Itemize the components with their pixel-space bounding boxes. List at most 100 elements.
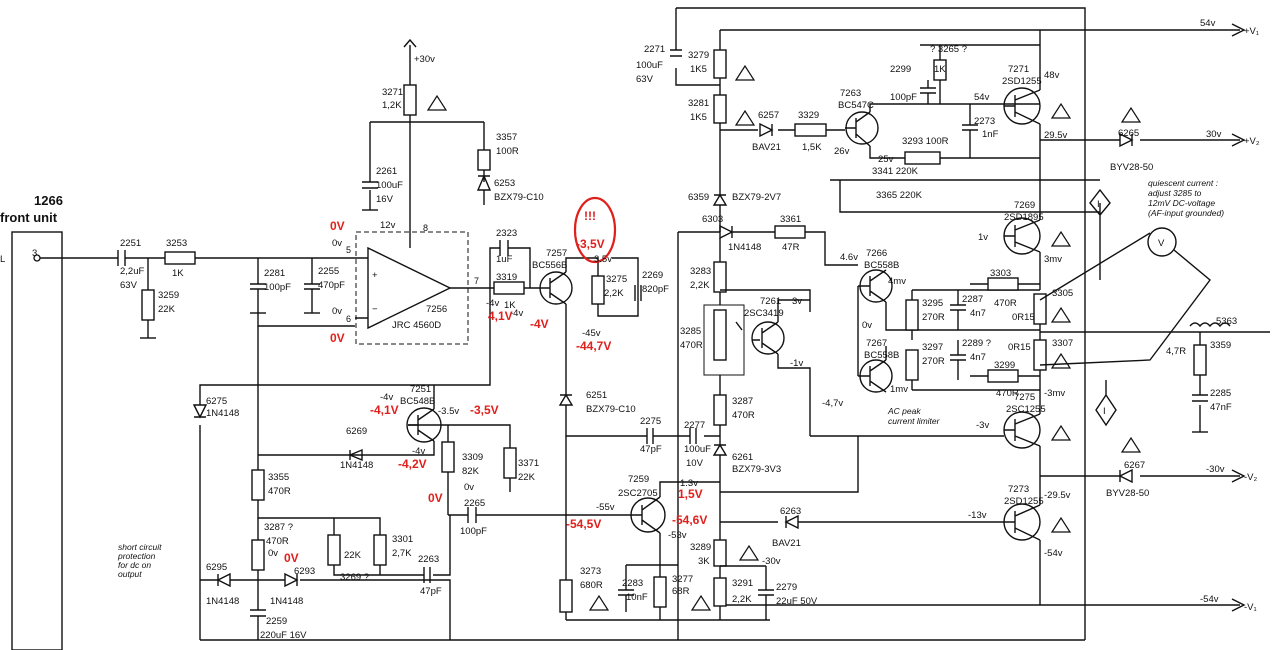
svg-text:1K5: 1K5 — [690, 64, 707, 75]
svg-text:3357: 3357 — [496, 132, 517, 143]
svg-text:1uF: 1uF — [496, 254, 513, 265]
diode-6275 — [192, 404, 208, 419]
cap-2289 — [950, 340, 966, 380]
cap-2299 — [920, 80, 936, 104]
svg-text:82K: 82K — [462, 466, 480, 477]
front-unit-number: 1266 — [34, 193, 63, 208]
svg-text:470R: 470R — [266, 536, 289, 547]
svg-text:2275: 2275 — [640, 416, 661, 427]
svg-text:7275: 7275 — [1014, 392, 1035, 403]
svg-text:1N4148: 1N4148 — [270, 596, 303, 607]
cap-2283 — [618, 564, 678, 612]
svg-text:1nF: 1nF — [982, 129, 999, 140]
svg-text:0V: 0V — [330, 219, 345, 233]
svg-text:470pF: 470pF — [318, 280, 345, 291]
svg-text:4.6v: 4.6v — [840, 252, 858, 263]
svg-text:-13v: -13v — [968, 510, 987, 521]
cap-2255 — [304, 258, 320, 313]
svg-text:100uF: 100uF — [684, 444, 711, 455]
front-unit-title: front unit — [0, 210, 58, 225]
svg-text:1,2K: 1,2K — [382, 100, 402, 111]
ammeter-top — [1089, 188, 1111, 280]
svg-text:7261: 7261 — [760, 296, 781, 307]
diode-6265 — [1119, 132, 1134, 148]
svg-text:6251: 6251 — [586, 390, 607, 401]
top-pos-voltage: 54v — [1200, 18, 1216, 29]
svg-text:3341 220K: 3341 220K — [872, 166, 919, 177]
svg-text:-45v: -45v — [582, 328, 601, 339]
svg-text:30v: 30v — [1206, 129, 1222, 140]
diode-6303 — [719, 224, 734, 240]
svg-text:0V: 0V — [284, 551, 299, 565]
svg-text:1N4148: 1N4148 — [340, 460, 373, 471]
svg-text:7269: 7269 — [1014, 200, 1035, 211]
svg-text:2273: 2273 — [974, 116, 995, 127]
svg-text:4,7R: 4,7R — [1166, 346, 1186, 357]
diode-6293 — [284, 572, 299, 588]
svg-text:12v: 12v — [380, 220, 396, 231]
resistor-3275 — [591, 275, 605, 305]
svg-text:-30v: -30v — [1206, 464, 1225, 475]
svg-text:7263: 7263 — [840, 88, 861, 99]
svg-text:6: 6 — [346, 314, 351, 324]
resistor-3291 — [713, 577, 727, 607]
svg-text:1v: 1v — [978, 232, 988, 243]
resistor-3293 — [904, 151, 941, 165]
svg-text:3291: 3291 — [732, 578, 753, 589]
svg-text:3307: 3307 — [1052, 338, 1073, 349]
resistor-3265 — [933, 59, 947, 81]
svg-text:54v: 54v — [974, 92, 990, 103]
resistor-3361 — [774, 225, 806, 239]
bias-network — [677, 193, 858, 640]
svg-text:-4v: -4v — [380, 392, 393, 403]
svg-text:3269 ?: 3269 ? — [340, 572, 369, 583]
front-unit-block: 1266 front unit 3 L — [0, 193, 63, 650]
cap-2281 — [250, 258, 266, 313]
svg-text:100R: 100R — [496, 146, 519, 157]
svg-text:2285: 2285 — [1210, 388, 1231, 399]
svg-text:2,2K: 2,2K — [732, 594, 752, 605]
svg-text:2265: 2265 — [464, 498, 485, 509]
svg-text:26v: 26v — [834, 146, 850, 157]
svg-text:0R15: 0R15 — [1012, 312, 1035, 323]
svg-text:-3.5v: -3.5v — [438, 406, 459, 417]
protection-stage: short circuit protection for dc on outpu… — [117, 288, 1085, 641]
cap-2323 — [499, 240, 509, 256]
svg-text:+V₂: +V₂ — [1244, 136, 1260, 147]
resistor-3259 — [141, 289, 155, 321]
svg-text:BC547C: BC547C — [838, 100, 874, 111]
diode-6269 — [348, 448, 363, 462]
cap-2271 — [670, 49, 682, 57]
svg-text:-4v: -4v — [486, 298, 499, 309]
red-annotations: 0V 0V 4,1V -4V !!! -3,5V -44,7V -4,1V -3… — [284, 209, 707, 565]
svg-text:6303: 6303 — [702, 214, 723, 225]
svg-text:3289: 3289 — [690, 542, 711, 553]
svg-text:-55v: -55v — [596, 502, 615, 513]
cap-2275 — [646, 428, 654, 444]
svg-text:3297: 3297 — [922, 342, 943, 353]
svg-text:0v: 0v — [332, 238, 342, 249]
svg-text:6275: 6275 — [206, 396, 227, 407]
svg-text:3287 ?: 3287 ? — [264, 522, 293, 533]
svg-text:3309: 3309 — [462, 452, 483, 463]
svg-text:3259: 3259 — [158, 290, 179, 301]
svg-text:3285: 3285 — [680, 326, 701, 337]
svg-text:3277: 3277 — [672, 574, 693, 585]
svg-text:-1v: -1v — [790, 358, 803, 369]
svg-text:470R: 470R — [268, 486, 291, 497]
quiescent-note-2: adjust 3285 to — [1148, 188, 1202, 198]
opamp-supply: +30v — [362, 38, 492, 228]
svg-text:4mv: 4mv — [888, 276, 906, 287]
svg-text:I: I — [1103, 406, 1106, 417]
svg-text:2,2K: 2,2K — [690, 280, 710, 291]
cap-2269 — [634, 285, 642, 301]
svg-text:V: V — [1158, 238, 1165, 249]
cap-2251 — [117, 250, 126, 266]
svg-text:6263: 6263 — [780, 506, 801, 517]
quiescent-note-3: 12mV DC-voltage — [1148, 198, 1215, 208]
resistor-3301 — [373, 534, 387, 566]
svg-text:BAV21: BAV21 — [772, 538, 801, 549]
svg-text:6267: 6267 — [1124, 460, 1145, 471]
svg-text:7271: 7271 — [1008, 64, 1029, 75]
svg-text:2SC2705: 2SC2705 — [618, 488, 658, 499]
